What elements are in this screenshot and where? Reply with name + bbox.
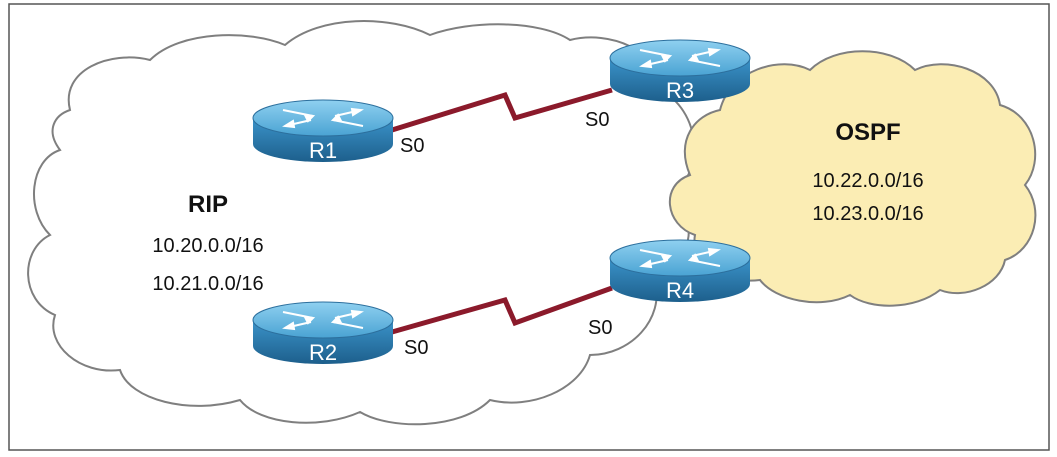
ospf-network-2: 10.23.0.0/16: [812, 203, 923, 225]
iface-label-r4-s0: S0: [588, 317, 612, 339]
router-r1[interactable]: R1: [252, 99, 394, 163]
iface-label-r3-s0: S0: [585, 109, 609, 131]
rip-title: RIP: [188, 191, 228, 218]
router-r4[interactable]: R4: [609, 239, 751, 303]
router-r1-label: R1: [309, 138, 337, 163]
iface-label-r1-s0: S0: [400, 135, 424, 157]
rip-network-2: 10.21.0.0/16: [152, 273, 263, 295]
ospf-title: OSPF: [835, 119, 900, 146]
rip-cloud: [27, 20, 696, 426]
ospf-cloud: [668, 50, 1037, 307]
router-r3[interactable]: R3: [609, 39, 751, 103]
serial-link-r1-r3: [391, 87, 613, 133]
rip-network-1: 10.20.0.0/16: [152, 235, 263, 257]
router-r4-label: R4: [666, 278, 694, 303]
iface-label-r2-s0: S0: [404, 337, 428, 359]
router-r2[interactable]: R2: [252, 301, 394, 365]
serial-link-r2-r4: [391, 285, 613, 335]
router-r3-label: R3: [666, 78, 694, 103]
router-r2-label: R2: [309, 340, 337, 365]
ospf-network-1: 10.22.0.0/16: [812, 170, 923, 192]
